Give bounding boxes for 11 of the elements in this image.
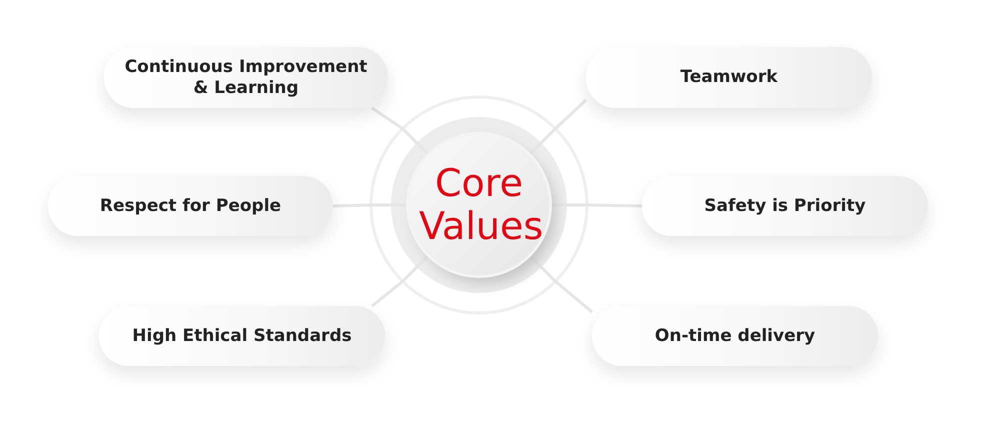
value-label: On-time delivery (654, 326, 816, 346)
center-title: Core Values (419, 162, 539, 248)
value-label: Teamwork (679, 67, 779, 88)
connector-line (530, 256, 593, 314)
value-label: Continuous Improvement & Learning (124, 57, 368, 98)
connector-line (371, 256, 428, 308)
value-label: Safety is Priority (703, 196, 867, 216)
value-label: Respect for People (98, 196, 282, 216)
value-label: High Ethical Standards (131, 326, 353, 346)
connector-line (530, 98, 588, 154)
connector-line (371, 106, 428, 154)
